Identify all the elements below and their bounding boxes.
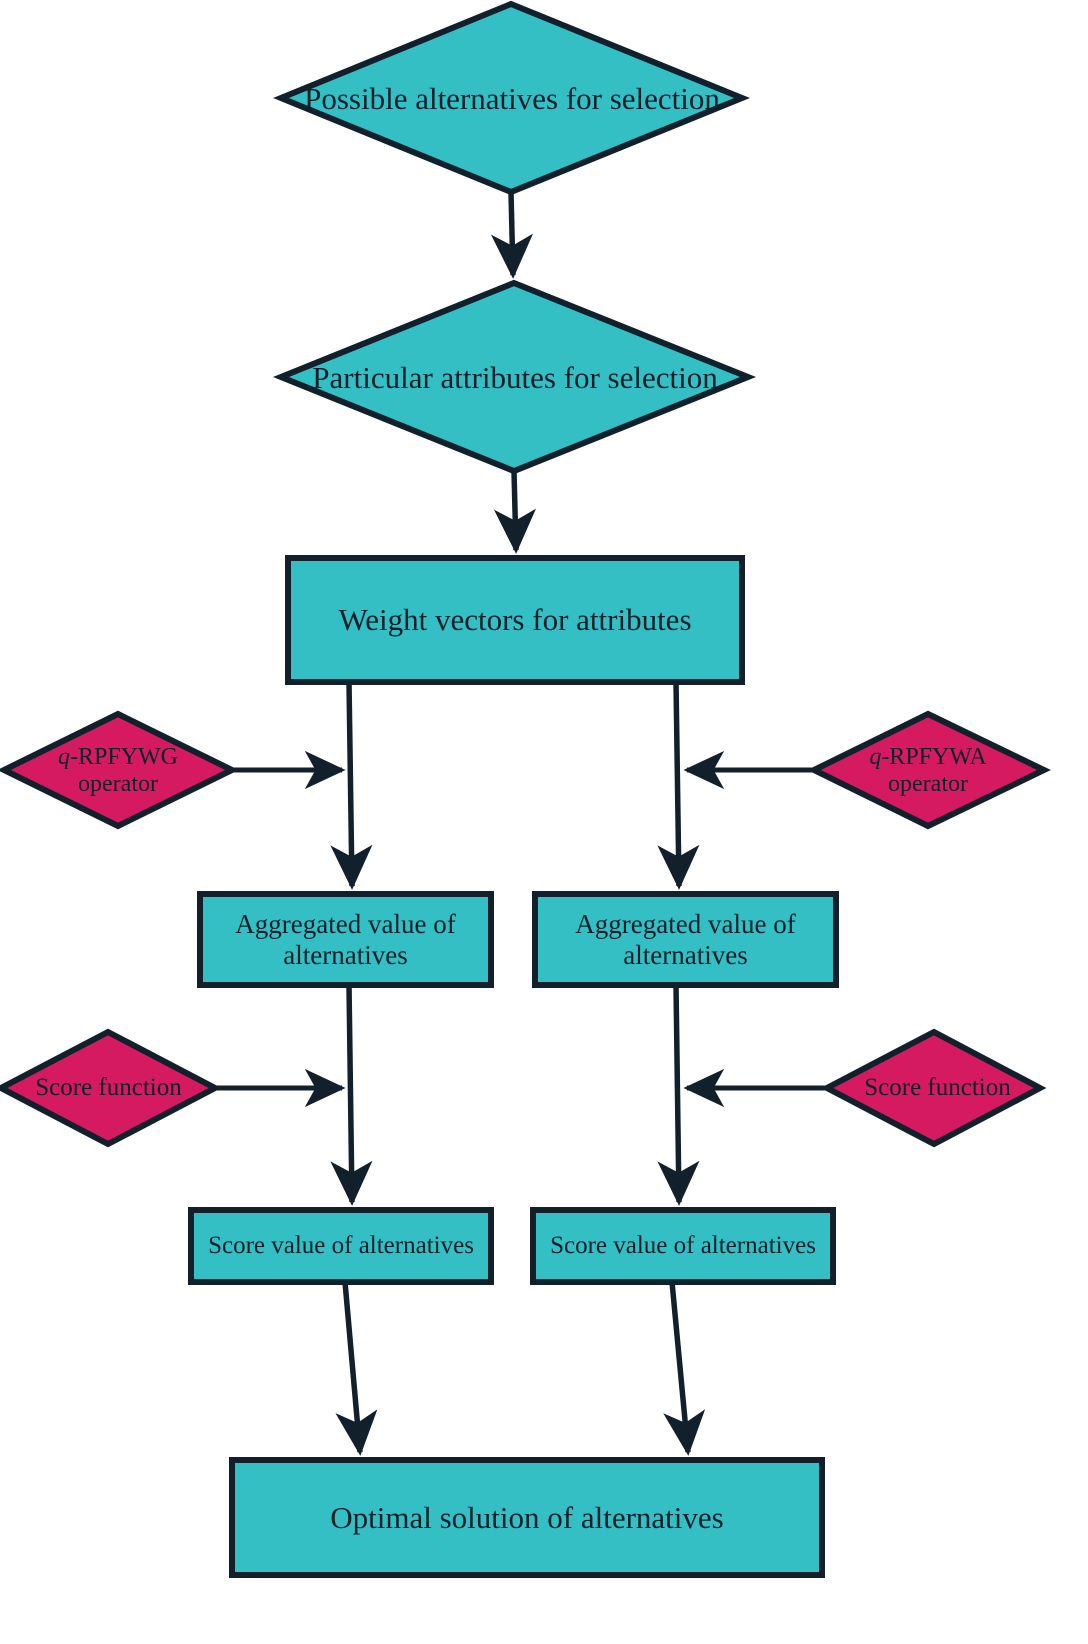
edge-weights-to-aggregated-left — [330, 681, 373, 890]
node-q-rpfywg-operator[interactable] — [0, 710, 239, 830]
node-particular-attributes[interactable] — [272, 279, 757, 475]
edge-weights-to-aggregated-right — [657, 681, 700, 890]
node-score-function-right[interactable] — [820, 1028, 1047, 1148]
node-score-function-left[interactable] — [0, 1028, 222, 1148]
edge-attributes-to-weights — [493, 470, 536, 554]
node-aggregated-value-left[interactable] — [197, 891, 494, 988]
node-weight-vectors[interactable] — [285, 555, 745, 685]
edge-alternatives-to-attributes — [490, 191, 534, 279]
edge-score-left-to-optimal — [335, 1281, 378, 1456]
node-q-rpfywa-operator[interactable] — [807, 710, 1051, 830]
edge-score-right-to-optimal — [663, 1281, 706, 1456]
node-score-value-right[interactable] — [530, 1207, 836, 1285]
node-optimal-solution[interactable] — [229, 1457, 825, 1578]
node-aggregated-value-right[interactable] — [532, 891, 839, 988]
edge-aggregated-right-to-score-right — [657, 984, 700, 1206]
node-score-value-left[interactable] — [188, 1207, 494, 1285]
edge-aggregated-left-to-score-left — [330, 984, 373, 1206]
node-possible-alternatives[interactable] — [273, 0, 750, 196]
